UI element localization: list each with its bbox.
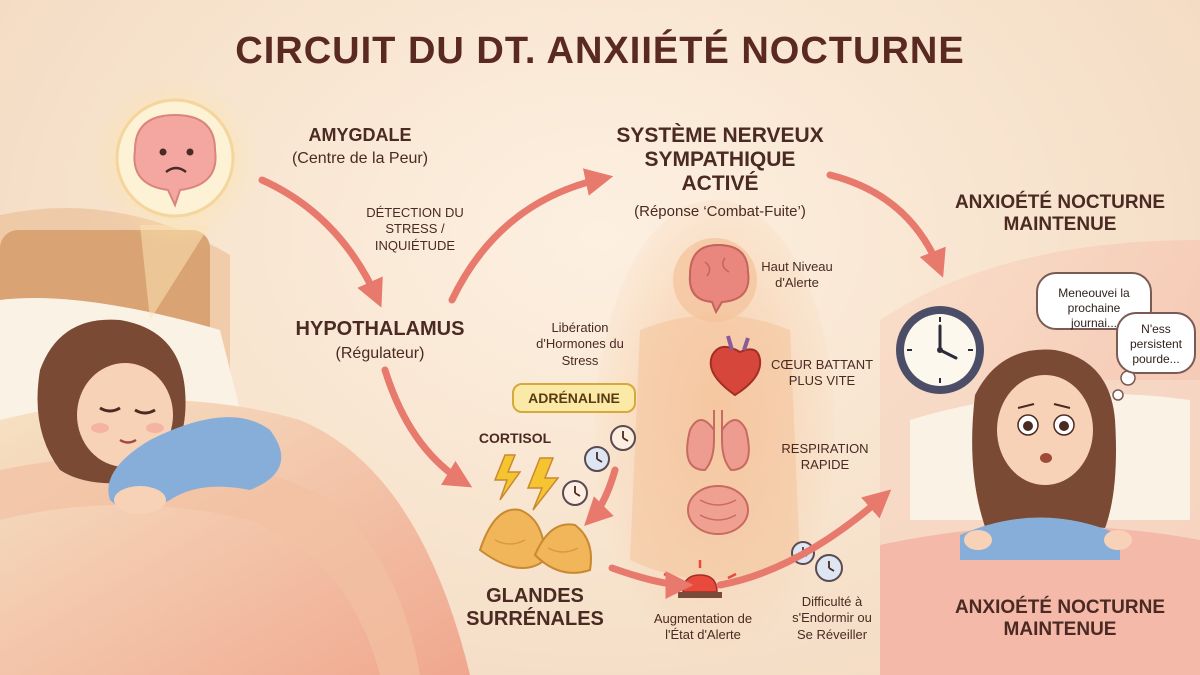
brain-icon — [688, 243, 750, 315]
detection-line: STRESS / — [385, 221, 445, 237]
sleep-difficulty-line: Se Réveiller — [796, 626, 868, 642]
anxiety-maintained-line: ANXIOÉTÉ NOCTURNE — [954, 192, 1166, 213]
alert-level-label: Haut Niveau d'Alerte — [752, 259, 842, 292]
heart-rate-label: CŒUR BATTANT PLUS VITE — [762, 357, 882, 390]
sleep-difficulty-line: s'Endormir ou — [792, 610, 872, 626]
thought-bubble-line: N'ess — [1141, 322, 1171, 336]
breathing-line: RESPIRATION — [781, 441, 869, 456]
anxiety-maintained-line: MAINTENUE — [1003, 618, 1117, 640]
amygdala-title: AMYGDALE — [308, 125, 412, 145]
thought-bubble-line: Meneouvei la — [1058, 286, 1130, 300]
amygdala-brain-bubble — [90, 75, 260, 320]
heart-rate-line: CŒUR BATTANT — [770, 357, 874, 372]
adrenal-glands-line: SURRÉNALES — [466, 608, 604, 630]
sns-title-line: ACTIVÉ — [681, 172, 759, 196]
heart-rate-line: PLUS VITE — [788, 373, 856, 389]
thought-bubble-line: pourde... — [1132, 352, 1180, 366]
adrenal-glands-label: GLANDES SURRÉNALES — [440, 585, 630, 631]
detection-line: DÉTECTION DU — [366, 205, 464, 220]
adrenaline-badge: ADRÉNALINE — [512, 383, 636, 413]
detection-line: INQUIÉTUDE — [374, 237, 456, 253]
increase-alert-line: l'État d'Alerte — [665, 627, 741, 643]
hypothalamus-subtitle: (Régulateur) — [335, 345, 425, 362]
sleeping-girl-illustration — [0, 208, 470, 675]
alert-level-line: Haut Niveau — [761, 259, 833, 274]
anxiety-maintained-line: ANXIOÉTÉ NOCTURNE — [954, 597, 1166, 618]
intestines-icon — [687, 485, 749, 535]
heart-icon — [709, 335, 762, 397]
cortisol-label: CORTISOL — [478, 430, 552, 446]
adrenal-glands-line: GLANDES — [486, 585, 584, 607]
page-title: CIRCUIT DU DT. ANXIIÉTÉ NOCTURNE — [235, 30, 965, 72]
arrow-hypothalamus-to-sns — [448, 168, 614, 304]
arrow-alert-to-anxiety — [716, 489, 892, 589]
sns-title-line: SYSTÈME NERVEUX — [616, 124, 824, 147]
hypothalamus-title: HYPOTHALAMUS — [295, 318, 465, 340]
adrenal-glands-icon — [478, 508, 592, 574]
increase-alert-label: Augmentation de l'État d'Alerte — [638, 611, 768, 644]
sns-title-line: SYMPATHIQUE — [644, 148, 796, 172]
anxiety-maintained-top: ANXIOÉTÉ NOCTURNE MAINTENUE — [920, 192, 1200, 236]
thought-bubble-2: N'ess persistent pourde... — [1116, 312, 1196, 374]
hormone-release-line: d'Hormones du — [536, 336, 624, 352]
arrow-glands-to-alert — [608, 564, 694, 599]
thought-bubble-line: persistent — [1129, 337, 1183, 351]
increase-alert-line: Augmentation de — [653, 611, 753, 626]
sns-subtitle: (Réponse ‘Combat-Fuite’) — [634, 203, 806, 220]
arrow-body-to-glands — [584, 466, 619, 526]
alert-level-line: d'Alerte — [775, 275, 819, 291]
anxiety-maintained-line: MAINTENUE — [1003, 213, 1117, 235]
amygdala-subtitle: (Centre de la Peur) — [291, 150, 429, 167]
sleep-difficulty-label: Difficulté à s'Endormir ou Se Réveiller — [772, 594, 892, 643]
thought-bubble-line: prochaine — [1067, 301, 1121, 315]
breathing-label: RESPIRATION RAPIDE — [770, 441, 880, 474]
hormone-release-line: Stress — [561, 352, 599, 368]
hormone-release-label: Libération d'Hormones du Stress — [520, 320, 640, 369]
sleep-difficulty-line: Difficulté à — [801, 594, 863, 609]
hormone-release-line: Libération — [551, 320, 609, 335]
arrow-hypothalamus-to-glands — [381, 366, 473, 488]
breathing-line: RAPIDE — [800, 457, 850, 473]
arrow-amygdala-to-hypothalamus — [258, 176, 383, 308]
lungs-icon — [686, 410, 750, 472]
thought-bubble-line: journai... — [1070, 316, 1118, 330]
arrow-sns-to-anxiety — [826, 171, 946, 278]
wall-clock-icon — [896, 306, 984, 394]
sns-title: SYSTÈME NERVEUX SYMPATHIQUE ACTIVÉ — [590, 124, 850, 196]
lightning-icon — [493, 454, 560, 511]
anxiety-maintained-bottom: ANXIOÉTÉ NOCTURNE MAINTENUE — [920, 597, 1200, 641]
detection-label: DÉTECTION DU STRESS / INQUIÉTUDE — [350, 205, 480, 254]
